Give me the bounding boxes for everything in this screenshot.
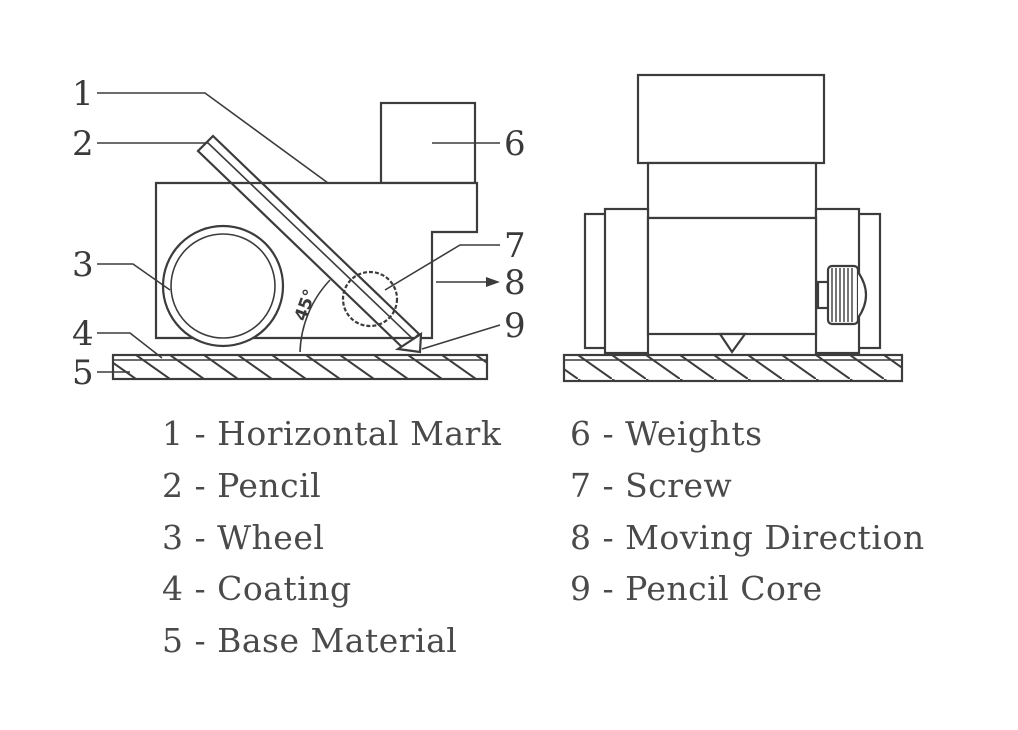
- pencil-tip: [394, 331, 423, 354]
- callout-7: 7: [504, 226, 526, 266]
- screw-knurling: [831, 268, 853, 322]
- screw-dome: [857, 271, 868, 319]
- legend-item-6: 6 - Weights: [570, 414, 763, 453]
- callout-1: 1: [72, 74, 94, 114]
- base-material: [111, 353, 489, 381]
- front-view: [562, 73, 904, 383]
- legend-item-3: 3 - Wheel: [162, 518, 325, 557]
- legend-item-4: 4 - Coating: [162, 569, 352, 608]
- angle-arc: [299, 279, 331, 353]
- callout-3: 3: [72, 245, 94, 285]
- front-body: [646, 216, 818, 336]
- leader-4: [97, 332, 163, 359]
- legend-item-1: 1 - Horizontal Mark: [162, 414, 502, 453]
- side-view: 45° 1 2 3 4 5 6 7 8 9: [72, 74, 526, 393]
- left-wheel-cap: [583, 212, 609, 350]
- callout-2: 2: [72, 124, 94, 164]
- wheel-inner: [170, 233, 276, 339]
- legend-item-2: 2 - Pencil: [162, 466, 322, 505]
- front-pencil-tip: [717, 332, 748, 354]
- callout-4: 4: [72, 314, 94, 354]
- leader-1: [97, 92, 329, 184]
- legend-item-8: 8 - Moving Direction: [570, 518, 925, 557]
- leader-3: [97, 263, 171, 291]
- callout-9: 9: [504, 306, 526, 346]
- leader-9: [421, 324, 501, 350]
- wheel-outer: [161, 224, 285, 348]
- front-base-material: [562, 353, 904, 383]
- callout-5: 5: [72, 353, 94, 393]
- legend-item-9: 9 - Pencil Core: [570, 569, 823, 608]
- callout-6: 6: [504, 124, 526, 164]
- legend-item-5: 5 - Base Material: [162, 621, 458, 660]
- callout-8: 8: [504, 263, 526, 303]
- front-neck: [646, 161, 818, 220]
- leader-7: [384, 244, 500, 291]
- left-wheel-front: [603, 207, 650, 355]
- pencil-core: [206, 141, 415, 341]
- legend-item-7: 7 - Screw: [570, 466, 733, 505]
- front-weights-block: [636, 73, 826, 165]
- arrow-head: [486, 277, 500, 287]
